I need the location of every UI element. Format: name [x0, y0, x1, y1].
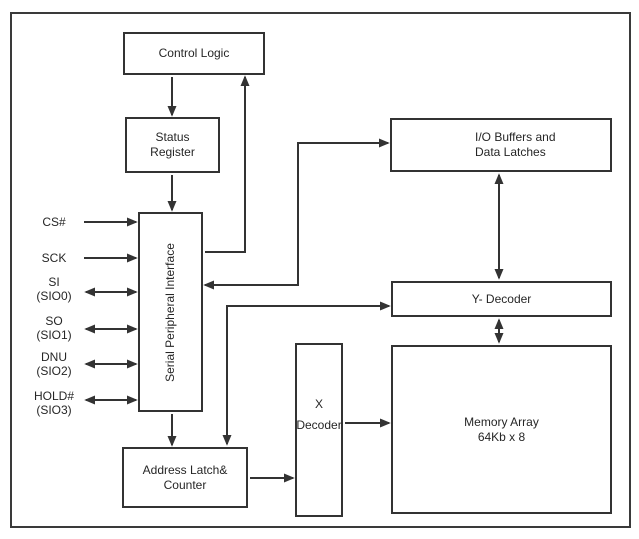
x-decoder-label-line1: X: [314, 397, 323, 411]
wire-spi-io-buffers-bidir: [203, 138, 390, 290]
io-buffers-label-line1: I/O Buffers and: [475, 130, 556, 144]
serial-peripheral-interface-label: Serial Peripheral Interface: [163, 242, 177, 382]
memory-array-label-line2: 64Kb x 8: [477, 429, 526, 444]
signal-pin: (SIO2): [36, 364, 72, 378]
address-latch-label-line2: Counter: [163, 477, 207, 492]
status-register-label-line2: Register: [150, 145, 195, 159]
diagram-border: [10, 12, 631, 528]
io-buffers-block: I/O Buffers and Data Latches: [390, 118, 612, 172]
y-decoder-block: Y- Decoder: [391, 281, 612, 317]
address-latch-label-line1: Address Latch&: [142, 462, 228, 477]
signal-label-so-sio1: SO (SIO1): [8, 314, 100, 342]
signal-name: DNU: [41, 350, 67, 364]
signal-name: HOLD#: [33, 389, 74, 403]
serial-peripheral-interface-block: Serial Peripheral Interface: [138, 212, 203, 412]
x-decoder-block: X Decoder: [295, 343, 343, 517]
signal-pin: (SIO3): [36, 403, 72, 417]
signal-pin: (SIO0): [36, 289, 72, 303]
x-decoder-label-line2: Decoder: [296, 418, 342, 432]
io-buffers-label-line2: Data Latches: [475, 145, 546, 159]
status-register-label-line1: Status: [155, 130, 190, 144]
signal-label-hold-sio3: HOLD# (SIO3): [8, 389, 100, 417]
wire-address-latch-y-decoder-bidir: [222, 301, 391, 446]
signal-label-sck: SCK: [8, 251, 100, 265]
signal-name: SO: [45, 314, 63, 328]
address-latch-counter-block: Address Latch& Counter: [122, 447, 248, 508]
signal-name: SCK: [41, 251, 67, 265]
control-logic-block: Control Logic: [123, 32, 265, 75]
memory-array-label-line1: Memory Array: [464, 414, 539, 429]
signal-name: SI: [48, 275, 60, 289]
signal-name: CS#: [42, 215, 66, 229]
signal-pin: (SIO1): [36, 328, 72, 342]
status-register-block: Status Register: [125, 117, 220, 173]
signal-label-si-sio0: SI (SIO0): [8, 275, 100, 303]
signal-label-cs: CS#: [8, 215, 100, 229]
control-logic-label: Control Logic: [158, 46, 230, 60]
signal-label-dnu-sio2: DNU (SIO2): [8, 350, 100, 378]
y-decoder-label: Y- Decoder: [471, 291, 532, 306]
memory-array-block: Memory Array 64Kb x 8: [391, 345, 612, 514]
